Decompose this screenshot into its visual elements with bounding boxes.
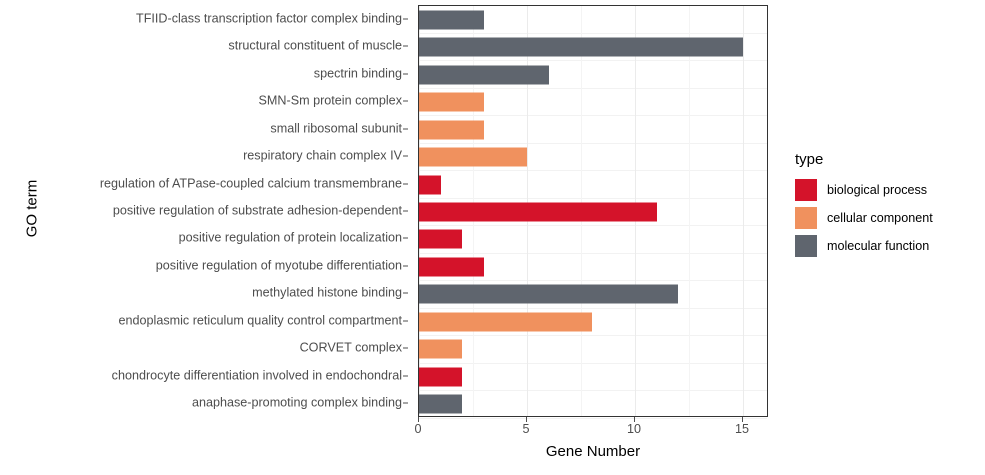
legend-title: type bbox=[795, 151, 824, 168]
y-axis-tick-labels: TFIID-class transcription factor complex… bbox=[44, 5, 408, 417]
y-axis-tick-mark bbox=[403, 265, 408, 267]
bar bbox=[419, 37, 744, 57]
bar bbox=[419, 284, 679, 304]
y-axis-tick-label: respiratory chain complex IV bbox=[243, 148, 402, 163]
y-axis-tick-mark bbox=[403, 183, 408, 185]
gridline-vertical-minor bbox=[688, 6, 690, 416]
gridline-horizontal bbox=[419, 87, 767, 89]
y-axis-tick-mark bbox=[403, 18, 408, 20]
plot-panel bbox=[418, 5, 768, 419]
y-axis-tick-label: SMN-Sm protein complex bbox=[258, 93, 402, 108]
gridline-horizontal bbox=[419, 252, 767, 254]
gridline-horizontal bbox=[419, 362, 767, 364]
bar bbox=[419, 65, 549, 85]
y-axis-tick-mark bbox=[403, 128, 408, 130]
legend-item[interactable]: cellular component bbox=[795, 204, 975, 232]
legend-item[interactable]: molecular function bbox=[795, 232, 975, 260]
legend-swatch bbox=[795, 207, 817, 229]
bar bbox=[419, 229, 463, 249]
gridline-horizontal bbox=[419, 142, 767, 144]
y-axis-tick-mark bbox=[403, 347, 408, 349]
y-axis-tick-mark bbox=[403, 73, 408, 75]
legend-label: cellular component bbox=[827, 210, 933, 225]
y-axis-tick-mark bbox=[403, 210, 408, 212]
x-axis-tick-mark bbox=[633, 417, 635, 422]
x-axis-tick-mark bbox=[417, 417, 419, 422]
bar bbox=[419, 10, 484, 30]
bar bbox=[419, 202, 657, 222]
y-axis-tick-mark bbox=[403, 320, 408, 322]
legend-items: biological process cellular component mole… bbox=[795, 176, 975, 260]
y-axis-tick-label: positive regulation of substrate adhesio… bbox=[112, 203, 402, 218]
x-axis-tick-mark bbox=[525, 417, 527, 422]
bar bbox=[419, 257, 484, 277]
y-axis-tick-mark bbox=[403, 292, 408, 294]
y-axis-tick-mark bbox=[403, 45, 408, 47]
gridline-horizontal bbox=[419, 60, 767, 62]
bar bbox=[419, 339, 463, 359]
x-axis-tick-label: 0 bbox=[414, 422, 422, 436]
x-axis-tick-mark bbox=[741, 417, 743, 422]
y-axis-tick-label: positive regulation of protein localizat… bbox=[178, 231, 402, 246]
gridline-horizontal bbox=[419, 390, 767, 392]
gridline-horizontal bbox=[419, 170, 767, 172]
y-axis-tick-label: TFIID-class transcription factor complex… bbox=[136, 11, 402, 26]
gridline-horizontal bbox=[419, 417, 767, 419]
bar bbox=[419, 120, 484, 140]
x-axis-title: Gene Number bbox=[545, 443, 641, 460]
legend-label: molecular function bbox=[827, 238, 930, 253]
gridline-horizontal bbox=[419, 335, 767, 337]
gridline-horizontal bbox=[419, 225, 767, 227]
legend-item[interactable]: biological process bbox=[795, 176, 975, 204]
legend: type biological process cellular componen… bbox=[795, 152, 975, 260]
bar bbox=[419, 312, 592, 332]
y-axis-tick-mark bbox=[403, 100, 408, 102]
gridline-horizontal bbox=[419, 32, 767, 34]
legend-label: biological process bbox=[827, 182, 928, 197]
y-axis-title-text: GO term bbox=[23, 179, 41, 238]
y-axis-tick-label: small ribosomal subunit bbox=[270, 121, 402, 136]
y-axis-tick-label: CORVET complex bbox=[299, 341, 402, 356]
bar bbox=[419, 175, 441, 195]
x-axis-tick-label: 15 bbox=[735, 422, 750, 436]
gridline-horizontal bbox=[419, 197, 767, 199]
gridline-horizontal bbox=[419, 280, 767, 282]
y-axis-tick-label: endoplasmic reticulum quality control co… bbox=[118, 313, 402, 328]
bar bbox=[419, 147, 528, 167]
y-axis-tick-label: structural constituent of muscle bbox=[228, 38, 402, 53]
y-axis-tick-mark bbox=[403, 155, 408, 157]
bar bbox=[419, 367, 463, 387]
gridline-horizontal bbox=[419, 115, 767, 117]
legend-swatch bbox=[795, 235, 817, 257]
legend-swatch bbox=[795, 179, 817, 201]
bar bbox=[419, 394, 463, 414]
x-axis-tick-label: 5 bbox=[522, 422, 530, 436]
y-axis-tick-mark bbox=[403, 402, 408, 404]
y-axis-tick-label: chondrocyte differentiation involved in … bbox=[111, 368, 402, 383]
gridline-horizontal bbox=[419, 307, 767, 309]
x-axis-tick-label: 10 bbox=[627, 422, 642, 436]
y-axis-tick-label: positive regulation of myotube different… bbox=[155, 258, 402, 273]
y-axis-tick-mark bbox=[403, 237, 408, 239]
y-axis-title: GO term bbox=[22, 0, 42, 417]
gridline-vertical-major bbox=[742, 6, 744, 416]
bar bbox=[419, 92, 484, 112]
y-axis-tick-mark bbox=[403, 375, 408, 377]
x-axis-ticks: 0 5 10 15 bbox=[414, 417, 768, 439]
y-axis-tick-label: anaphase-promoting complex binding bbox=[191, 395, 402, 410]
y-axis-tick-label: regulation of ATPase-coupled calcium tra… bbox=[99, 176, 402, 191]
y-axis-tick-label: methylated histone binding bbox=[252, 286, 402, 301]
y-axis-tick-label: spectrin binding bbox=[313, 66, 402, 81]
